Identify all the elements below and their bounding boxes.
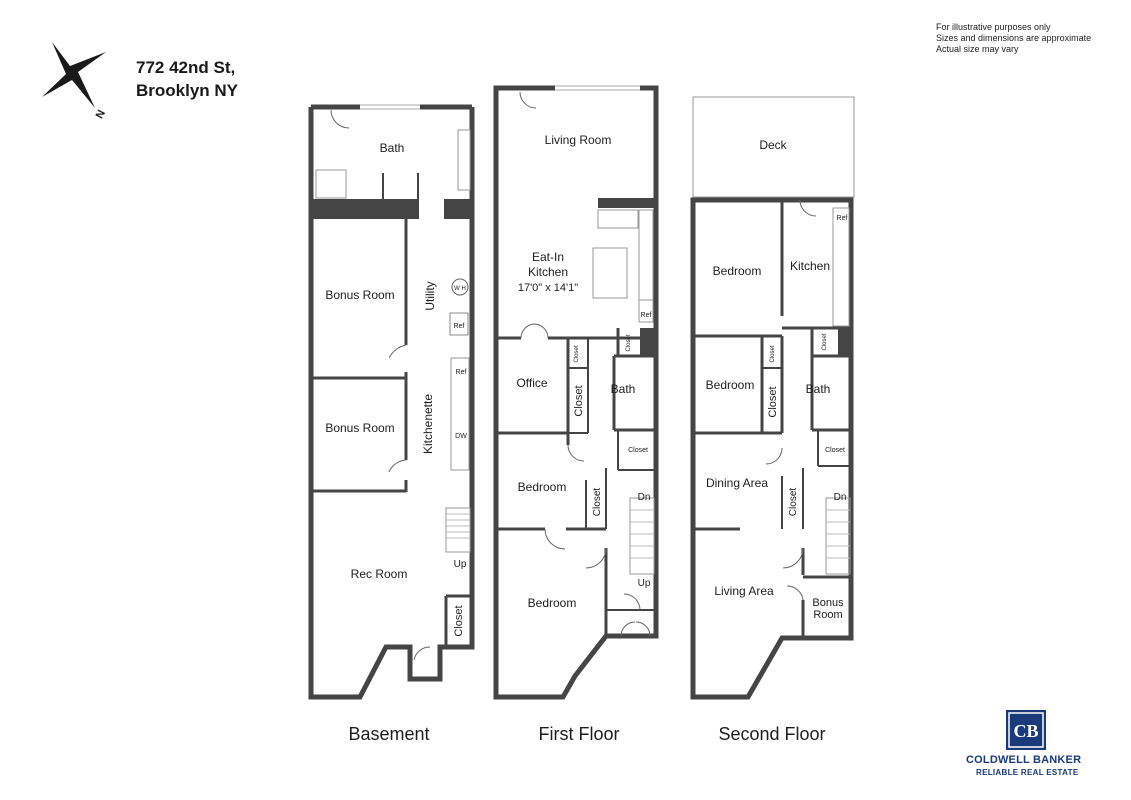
first-bedroom-1-label: Bedroom: [518, 480, 567, 494]
compass-rose-icon: N: [42, 42, 108, 121]
basement-bonus-room-2-label: Bonus Room: [325, 421, 394, 435]
brand-name: COLDWELL BANKER: [966, 754, 1082, 766]
second-closet-hall-label: Closet: [825, 447, 845, 454]
first-closet-small-1-label: Closet: [574, 345, 580, 362]
first-floor-plan: [493, 85, 659, 700]
basement-dw-label: DW: [455, 433, 467, 440]
address-line-2: Brooklyn NY: [136, 81, 239, 100]
first-closet-office-label: Closet: [573, 385, 585, 416]
coldwell-banker-logo: CB: [1006, 710, 1046, 750]
basement-plan: [308, 104, 475, 700]
second-closet-kitchen-label: Closet: [822, 333, 828, 350]
basement-title: Basement: [348, 724, 429, 744]
disclaimer-line-3: Actual size may vary: [936, 44, 1019, 54]
second-bedroom-2-label: Bedroom: [706, 378, 755, 392]
second-kitchen-label: Kitchen: [790, 259, 830, 273]
logo-monogram: CB: [1013, 721, 1038, 741]
first-kitchen-dimensions: 17'0" x 14'1": [518, 282, 578, 294]
second-dining-area-label: Dining Area: [706, 476, 768, 490]
basement-ref-1-icon: [449, 312, 469, 336]
basement-bonus-room-1-label: Bonus Room: [325, 288, 394, 302]
second-closet-dining-label: Closet: [788, 488, 799, 517]
first-kitchen-label-1: Eat-In: [532, 250, 564, 264]
basement-closet-label: Closet: [453, 605, 465, 636]
water-heater-label: W H: [454, 286, 466, 292]
basement-ref-2-label: Ref: [456, 369, 467, 376]
water-heater-icon: [451, 278, 469, 296]
brand-subtitle: RELIABLE REAL ESTATE: [976, 768, 1079, 777]
second-dn-label: Dn: [834, 492, 847, 503]
first-living-room-label: Living Room: [545, 133, 612, 147]
compass-north-label: N: [94, 108, 108, 121]
first-up-label: Up: [638, 578, 651, 589]
second-closet-small-label: Closet: [770, 345, 776, 362]
second-closet-a-label: Closet: [767, 386, 779, 417]
second-living-area-label: Living Area: [714, 584, 774, 598]
disclaimer-line-1: For illustrative purposes only: [936, 22, 1051, 32]
first-ref-label: Ref: [641, 312, 652, 319]
second-bath-label: Bath: [806, 382, 831, 396]
second-floor-title: Second Floor: [718, 724, 825, 744]
first-closet-bed-label: Closet: [592, 488, 603, 517]
basement-bath-label: Bath: [380, 141, 405, 155]
first-closet-hall-label: Closet: [628, 447, 648, 454]
first-office-label: Office: [516, 376, 547, 390]
basement-rec-room-label: Rec Room: [351, 567, 408, 581]
disclaimer-line-2: Sizes and dimensions are approximate: [936, 33, 1092, 43]
second-bedroom-1-label: Bedroom: [713, 264, 762, 278]
second-bonus-label-2: Room: [813, 609, 842, 621]
first-bedroom-2-label: Bedroom: [528, 596, 577, 610]
first-dn-label: Dn: [638, 492, 651, 503]
basement-kitchenette-label: Kitchenette: [421, 394, 435, 454]
second-floor-plan: [690, 96, 855, 700]
first-closet-small-2-label: Closet: [626, 334, 632, 351]
address-line-1: 772 42nd St,: [136, 58, 236, 77]
first-kitchen-label-2: Kitchen: [528, 265, 568, 279]
first-floor-title: First Floor: [539, 724, 620, 744]
second-deck-label: Deck: [759, 138, 787, 152]
basement-ref-1-label: Ref: [454, 323, 465, 330]
second-bonus-label-1: Bonus: [812, 597, 844, 609]
basement-up-label: Up: [454, 559, 467, 570]
first-bath-label: Bath: [611, 382, 636, 396]
basement-utility-label: Utility: [423, 281, 437, 310]
second-ref-label: Ref: [837, 215, 848, 222]
